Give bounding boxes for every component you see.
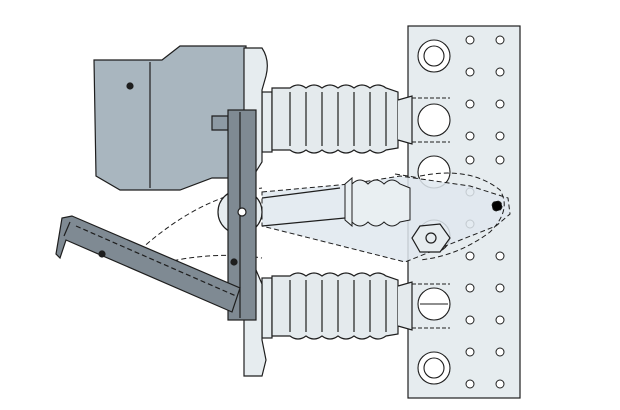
lower-clip-lines bbox=[412, 283, 450, 329]
hex-bolt bbox=[411, 223, 451, 253]
ghost-pivot-icon bbox=[491, 200, 503, 212]
handle-body bbox=[55, 215, 241, 313]
large-hole-inner-icon bbox=[423, 357, 445, 379]
small-hole-icon bbox=[465, 35, 475, 45]
ghost-insulator-end bbox=[344, 176, 353, 228]
pivot-point-icon bbox=[237, 207, 247, 217]
small-hole-icon bbox=[465, 379, 475, 389]
upper-insulator-body bbox=[271, 84, 399, 154]
small-hole-icon bbox=[495, 379, 505, 389]
terminal-clips bbox=[412, 97, 450, 329]
small-hole-icon bbox=[495, 315, 505, 325]
large-hole-icon bbox=[417, 39, 451, 73]
operating-handle bbox=[55, 215, 241, 313]
small-hole-icon bbox=[495, 155, 505, 165]
lower-insulator-body bbox=[271, 272, 399, 340]
small-hole-icon bbox=[495, 35, 505, 45]
operating-housing bbox=[93, 45, 247, 191]
housing-rivet-icon bbox=[126, 82, 134, 90]
small-hole-icon bbox=[465, 131, 475, 141]
small-hole-icon bbox=[495, 251, 505, 261]
large-hole-icon bbox=[417, 103, 451, 137]
small-hole-icon bbox=[495, 99, 505, 109]
small-hole-icon bbox=[465, 251, 475, 261]
small-hole-icon bbox=[465, 283, 475, 293]
handle-rivet-icon bbox=[98, 250, 106, 258]
hexagon-icon bbox=[411, 223, 451, 253]
small-hole-icon bbox=[495, 347, 505, 357]
upper-insulator-cap bbox=[397, 95, 413, 145]
operating-bar bbox=[227, 109, 257, 321]
terminal-plate-small-holes bbox=[465, 35, 505, 389]
lower-insulator-cap bbox=[397, 281, 413, 331]
large-hole-inner-icon bbox=[423, 45, 445, 67]
small-hole-icon bbox=[465, 347, 475, 357]
upper-clip-lines bbox=[412, 97, 450, 143]
large-hole-icon bbox=[417, 351, 451, 385]
small-hole-icon bbox=[495, 67, 505, 77]
ghost-swing-arc bbox=[419, 172, 505, 261]
handle-centerline bbox=[75, 225, 237, 297]
handle-notch bbox=[63, 221, 71, 237]
housing-latch bbox=[211, 115, 229, 131]
ghost-insulator-body bbox=[351, 179, 411, 227]
small-hole-icon bbox=[465, 99, 475, 109]
upper-insulator bbox=[261, 84, 413, 154]
small-hole-icon bbox=[495, 131, 505, 141]
small-hole-icon bbox=[465, 155, 475, 165]
hub-link-upper bbox=[261, 187, 341, 199]
small-hole-icon bbox=[495, 283, 505, 293]
ghost-edge-line bbox=[394, 173, 421, 179]
upper-insulator-flange bbox=[261, 91, 273, 153]
bar-rivet-icon bbox=[230, 258, 238, 266]
small-hole-icon bbox=[465, 67, 475, 77]
lower-insulator bbox=[261, 272, 413, 340]
lower-insulator-flange bbox=[261, 277, 273, 339]
bolt-center-icon bbox=[425, 232, 437, 244]
ghost-insulator bbox=[344, 176, 411, 228]
small-hole-icon bbox=[465, 315, 475, 325]
hub-link-lower bbox=[261, 217, 346, 227]
